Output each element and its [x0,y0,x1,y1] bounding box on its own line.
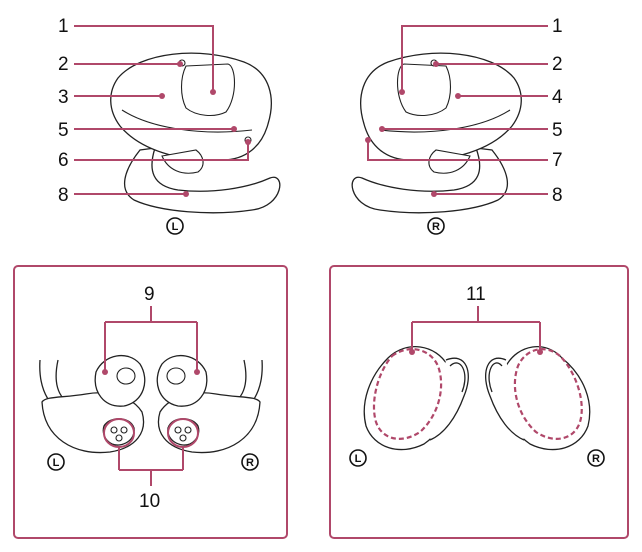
left-side-letter: L [172,221,179,233]
touch-sensor-highlights [372,348,583,440]
callout-8-label: 8 [58,185,69,206]
bl-right-letter: R [246,457,254,469]
callout-r1-leader [401,25,548,92]
callout-10-label: 10 [139,491,160,512]
callout-r7-leader [367,140,548,161]
right-side-letter: R [432,221,440,233]
br-right-letter: R [592,453,600,465]
callout-r1-label: 1 [552,16,563,37]
bottom-left-side-markers: L R [47,453,259,471]
callout-r8-label: 8 [552,185,563,206]
left-earbud-illustration [110,52,281,214]
callout-r5-label: 5 [552,120,563,141]
callout-10-group: 10 [103,418,199,512]
callout-r2-label: 2 [552,54,563,75]
callout-9-label: 9 [144,284,155,305]
callout-6-leader [74,142,249,161]
callout-1-label: 1 [58,16,69,37]
right-side-marker: R [427,217,445,235]
callout-1-leader [74,25,214,92]
panel-charging-contacts [13,265,288,539]
br-left-letter: L [355,453,362,465]
callout-2-label: 2 [58,54,69,75]
callout-3-label: 3 [58,87,69,108]
bottom-right-side-markers: L R [349,449,605,467]
callout-r7-label: 7 [552,150,563,171]
callout-11-label: 11 [466,284,486,305]
panel-touch-sensors [329,265,629,539]
bottom-left-earbuds [39,354,263,454]
right-earbud-illustration [351,52,522,214]
callout-r4-label: 4 [552,87,563,108]
left-side-marker: L [166,217,184,235]
left-earbud-callouts: 1 2 3 5 6 8 [58,16,251,206]
callout-5-label: 5 [58,120,69,141]
bottom-right-earbuds [363,346,591,451]
callout-9-group: 9 [102,284,200,375]
callout-11-group: 11 [409,284,543,355]
bl-left-letter: L [53,457,60,469]
callout-6-label: 6 [58,150,69,171]
right-earbud-callouts: 1 2 4 5 7 8 [365,16,563,206]
